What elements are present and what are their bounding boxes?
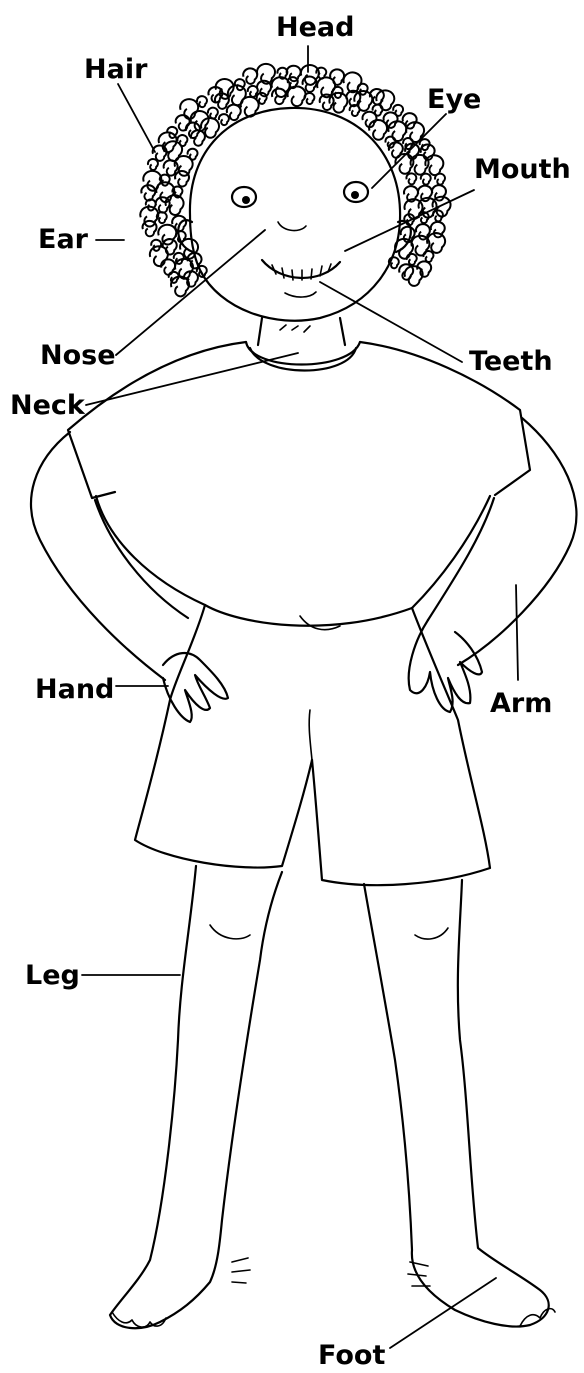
legs [110,866,549,1328]
hair-curl [171,276,189,296]
hair-curls [140,64,450,296]
hair-curl [216,79,234,99]
shirt [68,342,530,630]
hair-curl [163,239,177,254]
hair-curl [329,93,347,113]
hair-curl [219,114,229,125]
hair-curl [407,254,417,265]
hair-curl [388,121,406,141]
hands [163,620,482,722]
hair-curl [166,195,184,215]
label-eye: Eye [427,86,481,113]
feet [112,1258,555,1327]
hair-curl [423,251,433,262]
label-foot: Foot [318,1342,385,1369]
hair-curl [176,115,190,130]
hair-curl [393,105,403,116]
teeth [272,264,331,280]
label-mouth: Mouth [474,156,571,183]
hair-curl [208,108,218,119]
hair-curl [301,65,319,85]
hair-curl [143,171,161,191]
hair-curl [161,259,175,274]
label-leg: Leg [25,962,80,989]
hair-curl [330,69,344,84]
hair-leader [118,84,155,152]
hair-curl [272,77,290,97]
arm-leader [516,585,518,680]
label-hair: Hair [84,56,147,83]
hair-curl [304,93,314,104]
hair-curl [369,120,387,140]
hair-curl [177,135,187,146]
hair-curl [180,99,198,119]
neck-leader [86,353,298,405]
nose-leader [116,230,265,355]
hair-curl [188,149,198,160]
neck [258,318,345,345]
shorts [135,605,490,885]
hair-curl [432,185,446,200]
hair-curl [288,86,306,106]
hair-curl [421,174,431,185]
hair-curl [197,96,207,107]
hair-curl [435,174,445,185]
hair-curl [316,68,326,79]
label-neck: Neck [10,392,85,419]
label-hand: Hand [35,676,114,703]
nose [278,222,306,231]
arms [31,418,576,680]
hair-curl [358,84,368,95]
hair-curl [164,160,178,175]
label-arm: Arm [490,690,552,717]
hair-curl [148,159,158,170]
foot-leader [390,1278,496,1348]
label-teeth: Teeth [469,348,553,375]
chin [285,292,316,297]
hair-curl [175,171,189,186]
label-ear: Ear [38,226,88,253]
hair-curl [406,173,416,184]
hair-curl [376,90,394,110]
label-head: Head [276,14,354,41]
label-nose: Nose [40,342,116,369]
